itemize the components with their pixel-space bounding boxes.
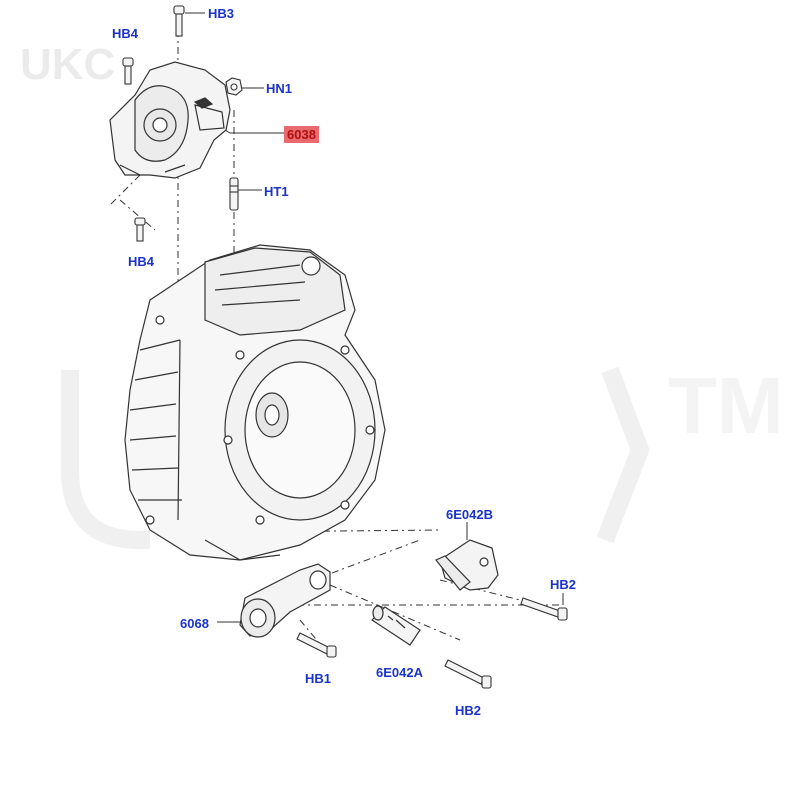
callout-hb4-top: HB4 bbox=[112, 26, 139, 41]
bolt-hb4-top bbox=[122, 57, 134, 85]
bolt-hb1 bbox=[296, 632, 337, 658]
callout-hb1: HB1 bbox=[305, 671, 332, 686]
callout-hb2-right: HB2 bbox=[550, 577, 577, 592]
bracket-6e042b bbox=[435, 539, 499, 591]
callout-hb4-bottom: HB4 bbox=[128, 254, 155, 269]
bushing-6e042a bbox=[371, 605, 421, 646]
callout-6038: 6038 bbox=[284, 126, 319, 143]
callout-leaders bbox=[185, 12, 564, 623]
bolt-hb2-bottom bbox=[444, 659, 492, 689]
transmission-case bbox=[124, 244, 386, 561]
stud-ht1 bbox=[229, 177, 239, 211]
callout-ht1: HT1 bbox=[264, 184, 289, 199]
callout-hn1: HN1 bbox=[266, 81, 293, 96]
watermark-shapes bbox=[61, 366, 650, 549]
bolt-hb3 bbox=[173, 5, 185, 37]
upper-mount-bracket bbox=[109, 61, 231, 179]
callout-6e042a: 6E042A bbox=[376, 665, 423, 680]
callout-hb3: HB3 bbox=[208, 6, 235, 21]
callout-6068: 6068 bbox=[180, 616, 209, 631]
callout-6e042b: 6E042B bbox=[446, 507, 493, 522]
nut-hn1 bbox=[225, 77, 243, 96]
lower-torque-mount bbox=[239, 563, 331, 638]
bolt-hb4-bottom bbox=[134, 217, 146, 242]
bolt-hb2-right bbox=[520, 597, 568, 621]
callout-hb2-bottom: HB2 bbox=[455, 703, 482, 718]
